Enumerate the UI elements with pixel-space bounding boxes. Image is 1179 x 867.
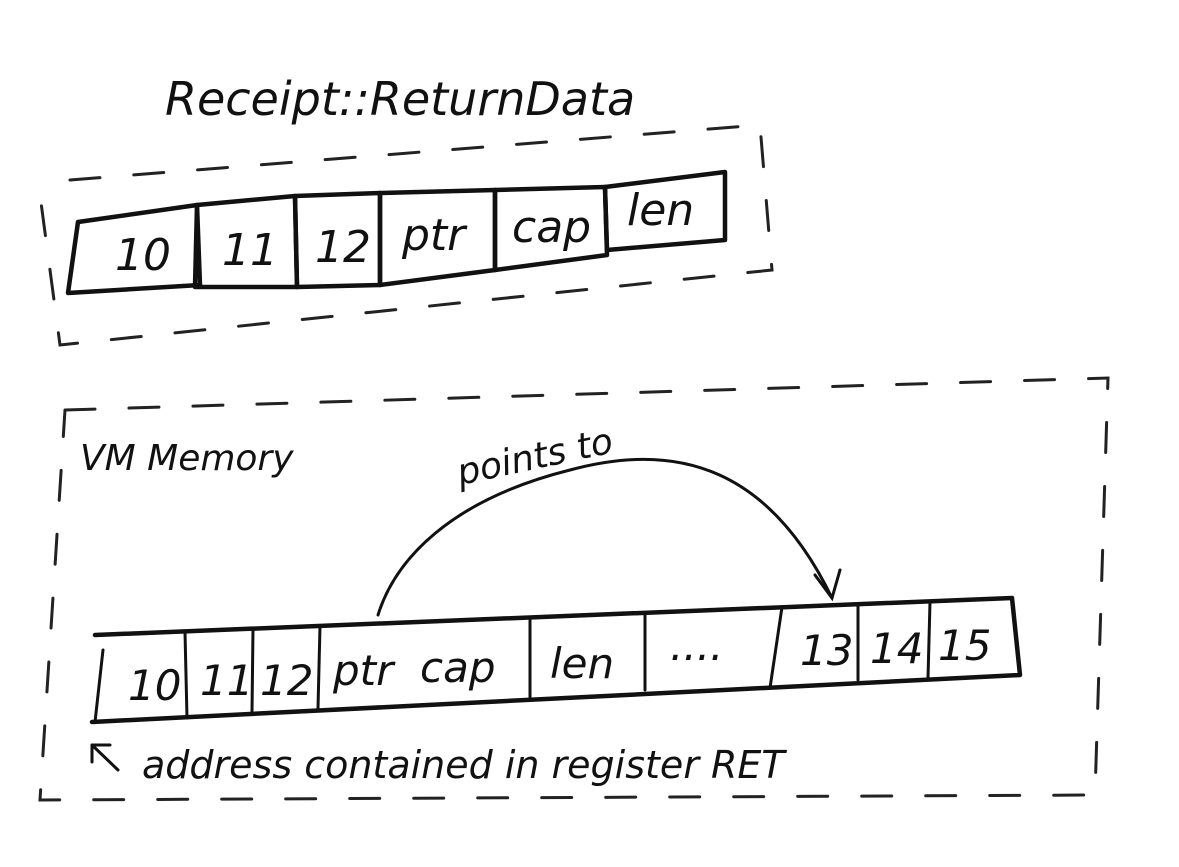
memory-cell-label: 11 (200, 656, 253, 705)
vm-memory-label: VM Memory (80, 438, 294, 479)
receipt-cell-label: 11 (222, 225, 278, 276)
memory-cell-label: 13 (800, 626, 853, 675)
memory-cell-label: ptr (332, 646, 396, 695)
memory-cell-label: 14 (870, 624, 923, 673)
memory-cell-label: .... (670, 621, 723, 670)
address-caption: address contained in register RET (142, 743, 787, 787)
receipt-struct: 10 11 12 ptr cap len (65, 169, 728, 296)
receipt-cell-label: 10 (115, 230, 171, 281)
memory-cell-label: 15 (938, 621, 991, 670)
arrow-label: points to (452, 421, 616, 494)
memory-cell-divider (250, 627, 255, 714)
memory-cell-divider (926, 600, 932, 680)
vm-memory-row: 10 11 12 ptr cap len .... 13 14 15 (89, 595, 1023, 725)
receipt-cell-label: len (627, 185, 694, 236)
memory-cell-divider (93, 648, 105, 724)
memory-cell-label: 12 (260, 656, 313, 705)
receipt-cell-label: ptr (401, 210, 468, 261)
receipt-cell-label: 12 (315, 222, 371, 273)
receipt-cell-label: cap (512, 202, 591, 253)
memory-cell-label: len (550, 639, 614, 688)
diagram-title: Receipt::ReturnData (165, 72, 635, 126)
memory-cell-divider (768, 605, 784, 690)
memory-cell-label: cap (420, 643, 496, 692)
memory-cell-divider (183, 630, 189, 720)
arrow-head-icon (813, 568, 842, 602)
memory-cell-label: 10 (128, 661, 181, 710)
memory-row-outline (89, 595, 1023, 725)
address-arrow-icon (90, 743, 120, 772)
receipt-dashed-frame (38, 123, 774, 347)
receipt-cell-outline (602, 169, 728, 253)
receipt-cell-outline (492, 184, 610, 273)
vm-memory-dashed-frame (38, 376, 1110, 802)
memory-cell-divider (316, 624, 322, 710)
points-to-arrow (376, 457, 834, 617)
